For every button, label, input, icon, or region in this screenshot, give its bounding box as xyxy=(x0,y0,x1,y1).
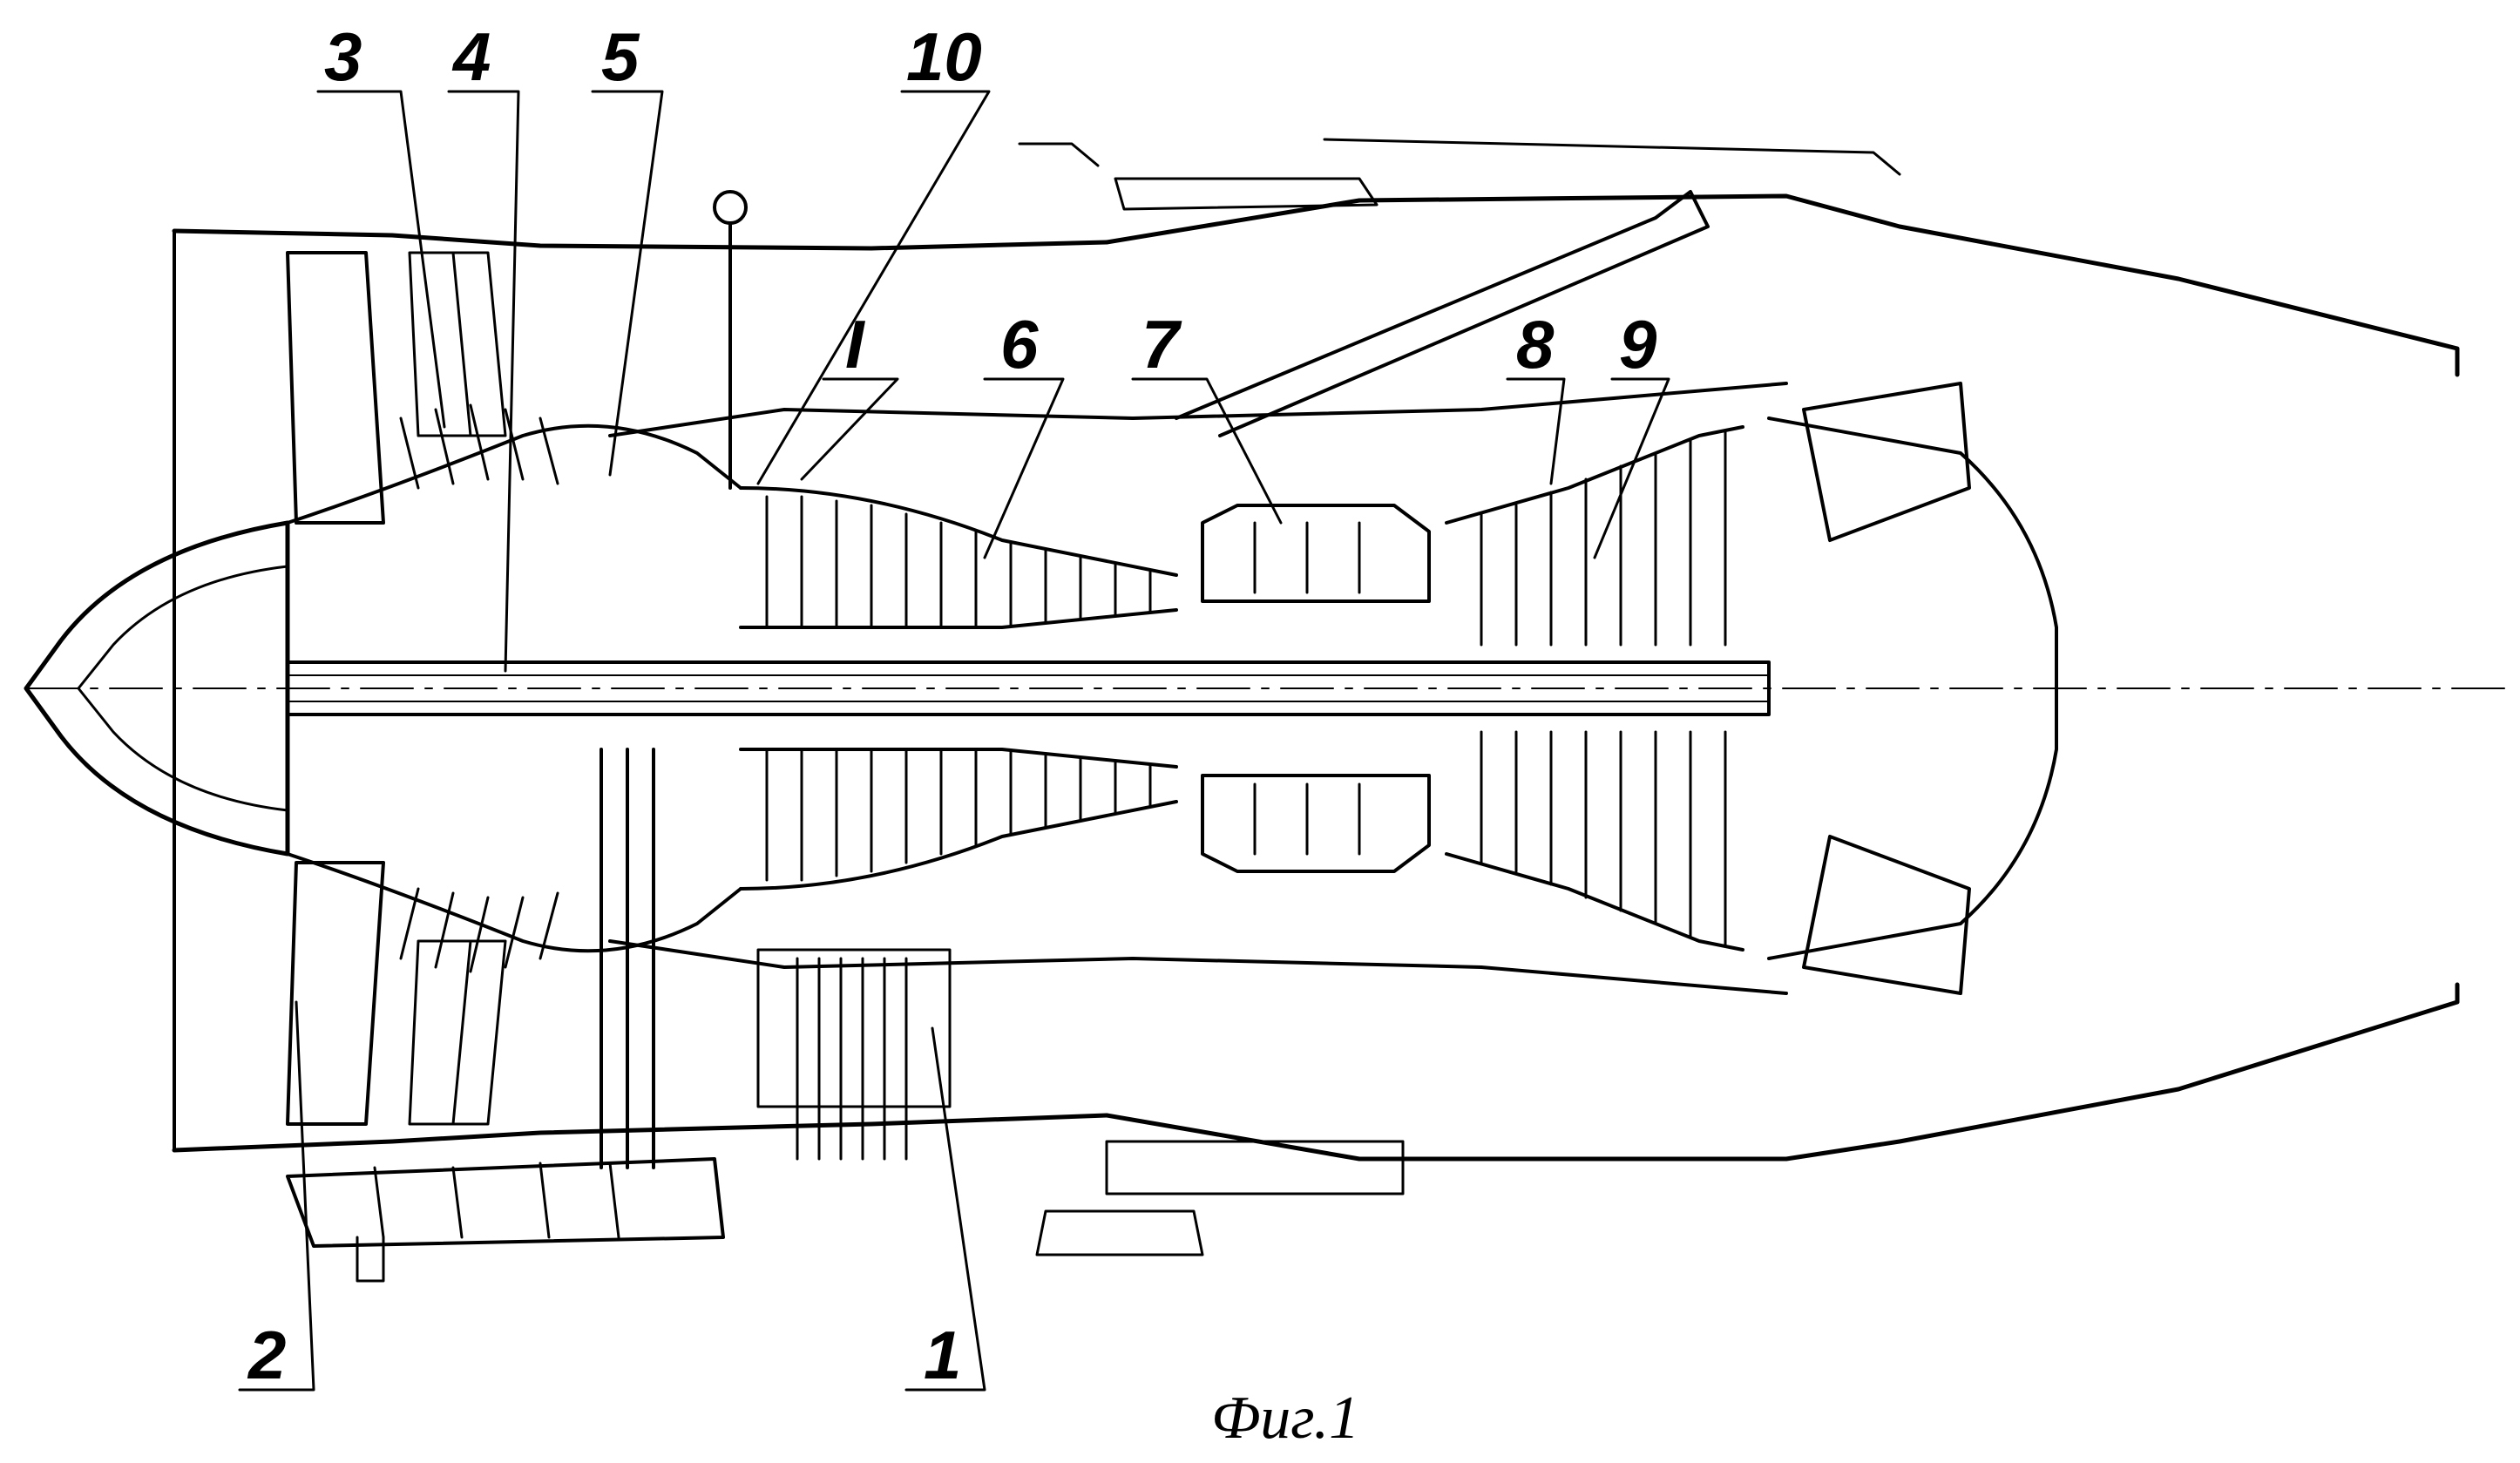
fan-blade-top xyxy=(286,251,385,525)
fan-blade-bottom xyxy=(286,861,385,1126)
splitter-top xyxy=(608,382,1788,437)
callout-5: 5 xyxy=(601,18,640,95)
combustor-bottom xyxy=(1201,774,1431,873)
turbine-outer-top xyxy=(1445,425,1744,525)
accessory-drive-shaft xyxy=(600,748,655,1169)
main-shaft xyxy=(286,660,1771,716)
fan-stator-bottom xyxy=(408,939,507,1126)
callout-10: 10 xyxy=(906,18,982,95)
fan-stator-top xyxy=(408,251,507,437)
leader-9 xyxy=(1593,377,1670,559)
nacelle-bottom xyxy=(1104,982,2460,1162)
callout-leaders xyxy=(238,90,1670,1392)
accessory-gearbox-detail xyxy=(373,1162,620,1239)
exhaust-vanes-bottom xyxy=(1802,835,1971,995)
callout-4: 4 xyxy=(451,18,491,95)
spinner-inner xyxy=(77,565,289,812)
leader-6 xyxy=(983,377,1065,559)
callout-I: I xyxy=(845,306,865,383)
heat-exchanger-tubes xyxy=(796,957,908,1161)
hpc-outer-bottom xyxy=(739,800,1178,891)
callout-1: 1 xyxy=(924,1317,961,1393)
hpc-outer-top xyxy=(739,486,1178,577)
line-art xyxy=(24,90,2510,1392)
lifting-eye xyxy=(713,190,748,225)
callout-9: 9 xyxy=(1619,306,1657,383)
nacelle-pylon-strut xyxy=(1175,190,1710,437)
leader-1 xyxy=(904,1026,986,1392)
turbine-stages-top xyxy=(1480,430,1727,647)
hpc-stages-top xyxy=(765,495,1152,629)
leader-5 xyxy=(591,90,664,477)
combustor-top xyxy=(1201,504,1431,603)
figure-caption: Фиг.1 xyxy=(1211,1385,1359,1452)
turbine-stages-bottom xyxy=(1480,730,1727,947)
turbine-outer-bottom xyxy=(1445,852,1744,952)
accessory-gearbox xyxy=(286,1157,725,1248)
nacelle-bottom-box xyxy=(1105,1140,1405,1195)
leader-I xyxy=(800,377,899,481)
leader-8 xyxy=(1506,377,1566,485)
leader-4 xyxy=(447,90,520,673)
callout-labels: 3 4 5 10 I 6 7 8 9 2 1 xyxy=(247,18,1657,1393)
callout-3: 3 xyxy=(324,18,362,95)
nacelle-top-rail xyxy=(1323,138,1901,176)
hpc-stages-bottom xyxy=(765,748,1152,882)
booster-duct-top xyxy=(286,423,742,525)
leader-10 xyxy=(756,90,991,485)
gearbox-stub xyxy=(356,1236,385,1283)
nacelle-bottom-tab xyxy=(1035,1209,1204,1256)
booster-blades-top xyxy=(399,403,559,490)
callout-2: 2 xyxy=(247,1317,286,1393)
leader-3 xyxy=(316,90,446,429)
booster-duct-bottom xyxy=(286,852,742,953)
inlet-cowl-top xyxy=(172,228,1109,251)
combustor-detail-bottom xyxy=(1253,782,1361,856)
nacelle-top-hatch xyxy=(1114,177,1379,211)
combustor-detail-top xyxy=(1253,521,1361,594)
hpc-inner-bottom xyxy=(739,748,1178,769)
exhaust-plug xyxy=(1767,417,2058,960)
exhaust-vanes-top xyxy=(1802,382,1971,542)
callout-7: 7 xyxy=(1141,306,1182,383)
heat-exchanger-frame xyxy=(756,948,952,1108)
hpc-inner-top xyxy=(739,608,1178,629)
splitter-bottom xyxy=(608,939,1788,995)
nacelle-top-tab xyxy=(1018,142,1100,167)
leader-7 xyxy=(1131,377,1283,525)
leader-2 xyxy=(238,1000,315,1392)
callout-8: 8 xyxy=(1516,306,1555,383)
booster-blades-bottom xyxy=(399,887,559,973)
callout-6: 6 xyxy=(1000,306,1039,383)
inlet-cowl-bottom xyxy=(172,1113,1109,1153)
nacelle-top xyxy=(1104,193,2460,377)
